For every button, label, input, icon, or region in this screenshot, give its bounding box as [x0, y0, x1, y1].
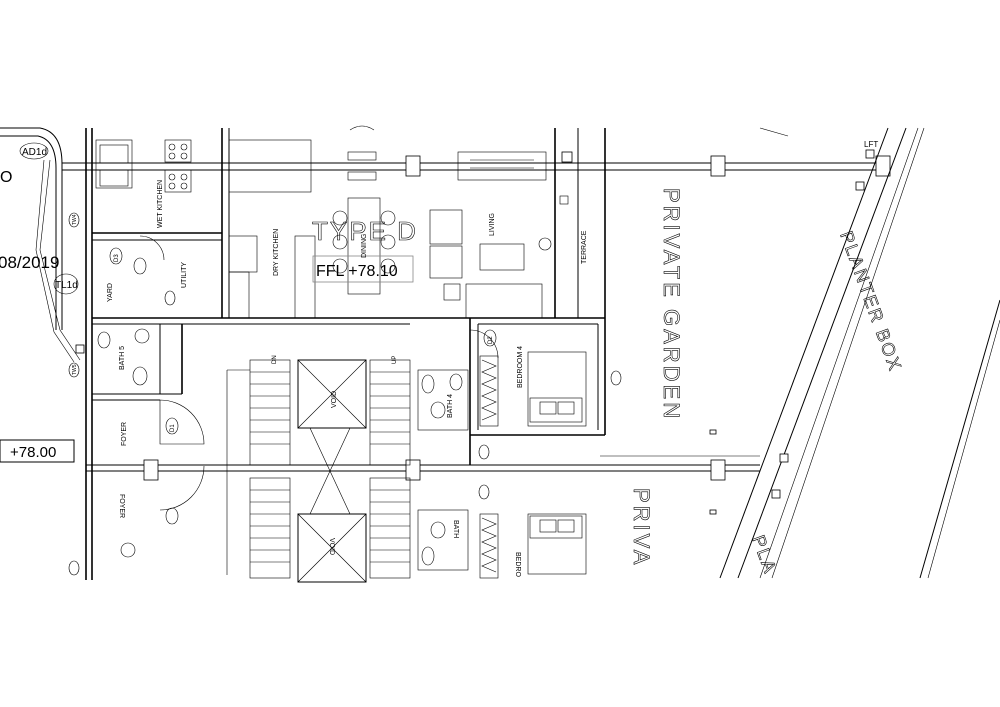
garden-labels: PRIVATE GARDEN PRIVA PLANTER BOX PLA	[629, 188, 906, 578]
up-label: UP	[392, 356, 398, 364]
level-tag-frame	[0, 439, 75, 463]
room-label-dining: DINING	[361, 234, 368, 259]
dining-table	[332, 125, 396, 295]
room-labels: WET KITCHEN DRY KITCHEN DINING LIVING TE…	[107, 180, 588, 578]
stairs	[226, 359, 411, 579]
wet-kitchen-counter	[95, 139, 312, 193]
tag-ad1d: AD1d	[22, 147, 47, 158]
tag-lft: LFT	[864, 140, 878, 149]
living-furniture	[429, 151, 547, 319]
tag-d2: D2	[488, 336, 494, 344]
room-label-wet-kitchen: WET KITCHEN	[157, 180, 164, 228]
ffl-label: FFL +78.10	[316, 263, 398, 280]
tag-d1: D1	[170, 424, 176, 432]
room-label-bath-mirror: BATH	[452, 520, 459, 538]
dry-kitchen-counter	[228, 235, 316, 319]
doors	[139, 235, 499, 511]
room-label-bath5: BATH 5	[119, 346, 126, 370]
room-label-dry-kitchen: DRY KITCHEN	[273, 229, 280, 276]
room-label-foyer-mirror: FOYER	[118, 494, 125, 518]
tag-d3: D3	[114, 254, 120, 262]
tags: AD1d TL1d D1 D3 D2 TW4 TW5 LFT	[19, 140, 878, 576]
tag-tl1d: TL1d	[55, 280, 78, 291]
planter-box-edges	[719, 127, 1000, 579]
room-label-terrace: TERRACE	[581, 230, 588, 264]
private-garden-label: PRIVATE GARDEN	[659, 188, 684, 421]
annotations: TYPE D FFL +78.10 08/2019 +78.00 O DN UP	[0, 169, 418, 461]
room-label-utility: UTILITY	[181, 262, 188, 288]
type-d-frame	[312, 255, 414, 283]
room-label-void-mirror: VOID	[328, 538, 335, 555]
room-label-bedroom4: BEDROOM 4	[517, 346, 524, 388]
terrace-markers	[538, 151, 717, 515]
planter-box-label: PLANTER BOX	[836, 229, 905, 375]
bath-fixtures	[120, 328, 469, 571]
grid-lines	[62, 162, 890, 472]
left-edge	[0, 127, 93, 580]
planter-box-partial-label: PLA	[748, 533, 780, 577]
void-boxes	[297, 359, 367, 583]
beds	[527, 351, 587, 575]
room-label-yard: YARD	[107, 283, 114, 302]
room-label-living: LIVING	[489, 213, 496, 236]
room-label-bedroom-mirror: BEDRO	[514, 552, 521, 577]
type-d-label: TYPE D	[312, 216, 418, 246]
tag-tw5: TW5	[72, 364, 78, 375]
side-o-label: O	[0, 169, 12, 186]
dn-label: DN	[272, 355, 278, 364]
room-label-foyer: FOYER	[121, 422, 128, 446]
level-78-label: +78.00	[10, 444, 56, 461]
tag-tw4: TW4	[72, 214, 78, 225]
date-fragment: 08/2019	[0, 253, 59, 272]
room-label-void: VOID	[331, 391, 338, 408]
room-label-bath4: BATH 4	[447, 394, 454, 418]
wardrobes	[479, 355, 499, 579]
private-garden-partial-label: PRIVA	[629, 488, 654, 567]
